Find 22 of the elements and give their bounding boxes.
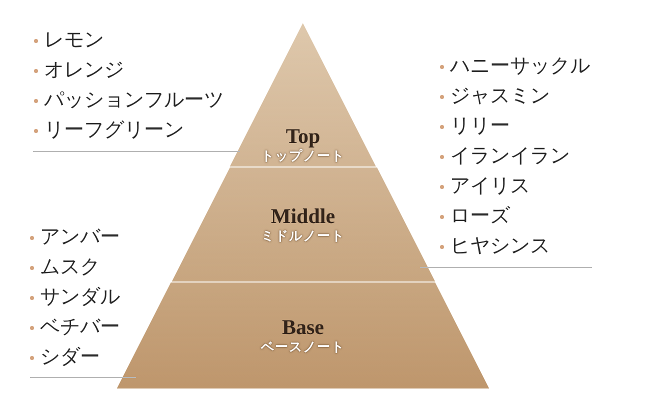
tier-subtitle: ミドルノート: [260, 228, 345, 244]
note-list-item: アイリス: [440, 171, 590, 201]
tier-title: Top: [286, 124, 320, 148]
note-list-item: ベチバー: [30, 312, 120, 342]
tier-title: Middle: [270, 204, 336, 228]
note-list-item: サンダル: [30, 282, 120, 312]
note-list-item: アンバー: [30, 222, 120, 252]
note-list-item: オレンジ: [34, 55, 224, 85]
tier-subtitle: トップノート: [260, 148, 345, 164]
note-list-item: ハニーサックル: [440, 51, 590, 81]
note-list-item: シダー: [30, 342, 120, 372]
note-list-item: ムスク: [30, 252, 120, 282]
note-list-item: ヒヤシンス: [440, 231, 590, 261]
tier-subtitle: ベースノート: [261, 338, 345, 356]
note-list-item: ジャスミン: [440, 81, 590, 111]
note-list-item: パッションフルーツ: [34, 85, 224, 115]
note-list-item: ローズ: [440, 201, 590, 231]
note-list-item: イランイラン: [440, 141, 590, 171]
tier-title: Base: [282, 316, 324, 339]
note-list-item: レモン: [34, 25, 224, 55]
note-list-item: リーフグリーン: [34, 115, 224, 145]
note-list-item: リリー: [440, 111, 590, 141]
